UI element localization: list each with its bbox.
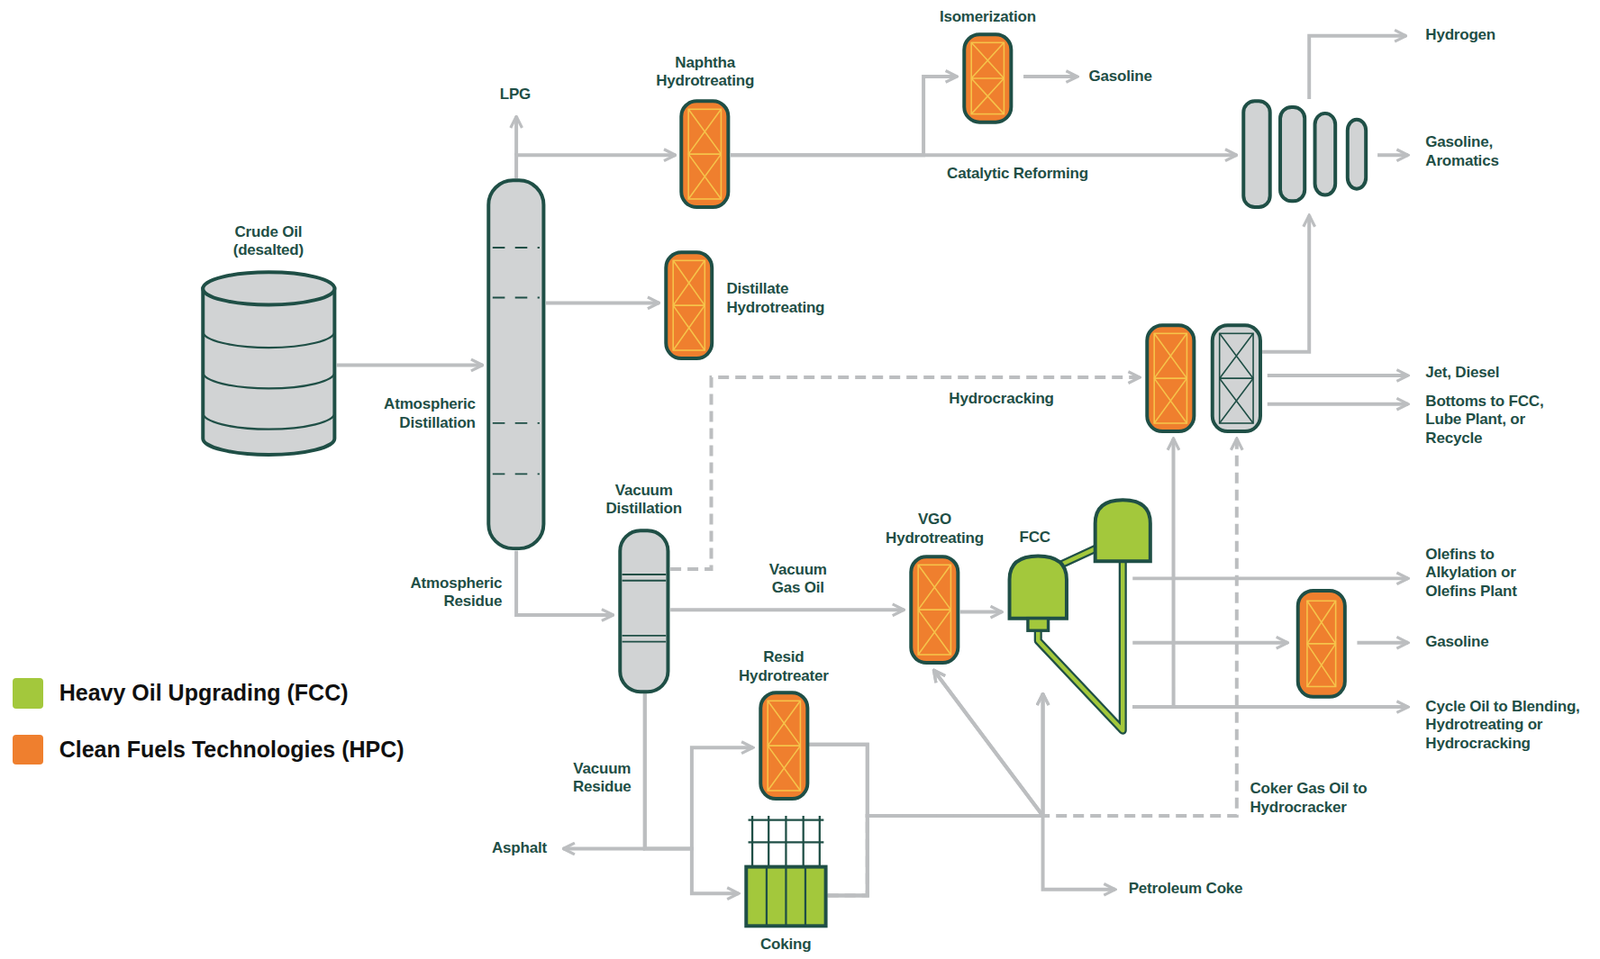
product-line <box>1043 816 1116 891</box>
edge-label: Vacuum Gas Oil <box>762 561 835 599</box>
storage-tank-shape <box>200 270 337 457</box>
stream-label: Hydrogen <box>1425 26 1561 45</box>
reactor-shape <box>758 690 810 801</box>
legend-swatch <box>12 678 44 710</box>
node-label: FCC <box>1019 528 1074 547</box>
flow-line <box>516 551 614 616</box>
node-label: Isomerization <box>915 8 1060 27</box>
node-label: Distillate Hydrotreating <box>726 280 862 318</box>
product-line <box>1267 373 1409 378</box>
flow-line <box>960 610 1003 615</box>
node-label: Vacuum Distillation <box>585 481 703 519</box>
flow-line <box>827 693 1044 896</box>
product-line <box>563 847 646 852</box>
lpg-line <box>514 116 519 155</box>
reactor-shape <box>962 32 1014 125</box>
stream-label: Cycle Oil to Blending, Hydrotreating or … <box>1425 698 1588 754</box>
coker-unit: Coking <box>744 816 828 929</box>
flow-line <box>809 693 1043 817</box>
stream-label: Bottoms to FCC, Lube Plant, or Recycle <box>1425 392 1574 448</box>
reactor: VGO Hydrotreating <box>909 554 961 665</box>
node-label: VGO Hydrotreating <box>872 510 999 548</box>
flow-line <box>809 670 1043 817</box>
node-label: Coking <box>740 936 831 955</box>
stream-label: Petroleum Coke <box>1128 880 1273 899</box>
distillation-column-shape <box>486 178 546 551</box>
legend-label: Heavy Oil Upgrading (FCC) <box>59 678 349 710</box>
stream-label: Olefins to Alkylation or Olefins Plant <box>1425 545 1561 601</box>
flow-line <box>827 670 1044 896</box>
fcc-unit: FCC <box>1005 498 1154 736</box>
flow-line <box>545 300 660 305</box>
hydrocracker-unit-shape <box>1145 323 1263 434</box>
stream-label: Gasoline <box>1089 67 1180 86</box>
product-line <box>1267 402 1409 407</box>
product-line <box>1132 641 1288 646</box>
product-line <box>1377 153 1409 157</box>
distillation-column: Atmospheric Distillation <box>486 178 546 551</box>
stream-label: Gasoline <box>1425 633 1516 652</box>
flow-line <box>670 608 904 612</box>
coker-unit-shape <box>744 816 828 929</box>
legend-swatch <box>12 735 44 766</box>
reactor: Distillate Hydrotreating <box>663 250 715 361</box>
node-label: Naphtha Hydrotreating <box>642 54 769 91</box>
flow-line <box>645 693 754 849</box>
stream-label: Vacuum Residue <box>561 760 643 798</box>
product-line <box>1023 74 1078 79</box>
product-line <box>1309 36 1407 100</box>
reactor-shape <box>909 554 961 665</box>
node-label: Catalytic Reforming <box>946 164 1128 183</box>
stream-label: Gasoline, Aromatics <box>1425 133 1525 171</box>
dashed-flow-line <box>670 377 1140 570</box>
flow-line <box>1262 215 1310 353</box>
legend-label: Clean Fuels Technologies (HPC) <box>59 735 405 766</box>
reformer-unit: Catalytic Reforming <box>1241 99 1368 210</box>
stream-label: Jet, Diesel <box>1425 363 1561 382</box>
reactor: Isomerization <box>962 32 1014 125</box>
product-line <box>1356 641 1409 646</box>
reformer-unit-shape <box>1241 99 1368 210</box>
flow-line <box>516 154 676 179</box>
reactor: Naphtha Hydrotreating <box>679 99 731 210</box>
flow-line <box>645 693 739 894</box>
node-label: Crude Oil (desalted) <box>209 223 328 261</box>
stream-label: Asphalt <box>491 839 564 858</box>
stream-label: Atmospheric Residue <box>393 574 502 612</box>
gasoline-hydrotreater <box>1298 590 1346 698</box>
reactor-shape <box>663 250 715 361</box>
distillation-column: Vacuum Distillation <box>618 528 671 694</box>
dashed-flow-line <box>827 438 1237 897</box>
reactor-shape <box>679 99 731 210</box>
storage-tank: Crude Oil (desalted) <box>200 270 337 457</box>
node-label: Hydrocracking <box>948 390 1093 409</box>
flow-line <box>336 363 483 368</box>
flow-line <box>730 76 957 155</box>
stream-label: LPG <box>488 85 543 104</box>
hydrocracker-unit: Hydrocracking <box>1145 323 1263 434</box>
reactor: Resid Hydrotreater <box>758 690 810 801</box>
node-label: Atmospheric Distillation <box>358 395 476 433</box>
node-label: Resid Hydrotreater <box>720 648 847 686</box>
edge-label: Coker Gas Oil to Hydrocracker <box>1250 780 1395 818</box>
distillation-column-shape <box>618 528 671 694</box>
flow-line <box>1132 438 1173 708</box>
